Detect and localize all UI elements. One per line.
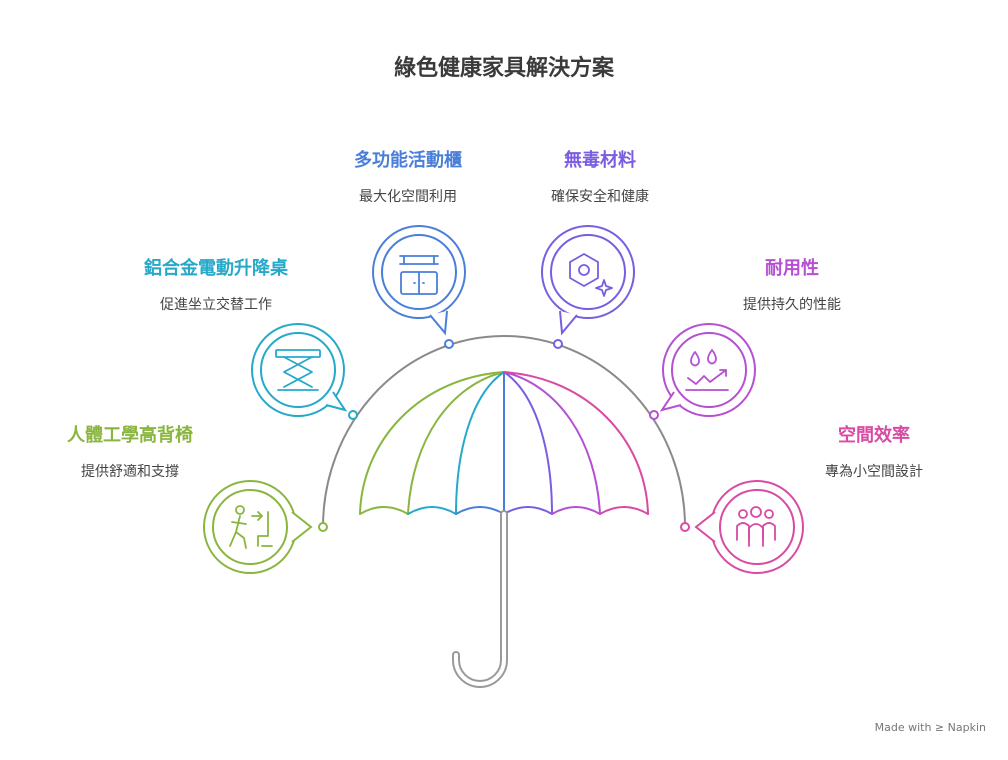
label-desc: 促進坐立交替工作	[160, 297, 272, 313]
label-desc: 最大化空間利用	[359, 189, 457, 205]
bubble-space-efficiency	[694, 480, 804, 574]
page-title: 綠色健康家具解決方案	[393, 56, 614, 81]
label-title: 耐用性	[765, 258, 819, 279]
bubble-ergonomic-chair	[203, 480, 313, 574]
umbrella-handle	[452, 510, 508, 688]
label-title: 空間效率	[838, 425, 910, 446]
umbrella-canopy	[359, 371, 649, 515]
people-group-icon	[736, 506, 776, 547]
label-title: 人體工學高背椅	[67, 425, 193, 446]
label-desc: 提供持久的性能	[743, 297, 841, 313]
label-durability: 耐用性 提供持久的性能	[662, 254, 922, 314]
label-non-toxic: 無毒材料 確保安全和健康	[470, 146, 730, 206]
lift-desk-icon	[275, 349, 321, 391]
bubble-durability	[659, 323, 756, 417]
connector-dot-2	[348, 410, 358, 420]
arc-connectors	[318, 339, 690, 532]
label-desc: 提供舒適和支撐	[81, 464, 179, 480]
label-desc: 確保安全和健康	[551, 189, 649, 205]
connector-dot-3	[444, 339, 454, 349]
ergonomic-chair-icon	[229, 505, 273, 549]
connector-dot-4	[553, 339, 563, 349]
drops-trend-icon	[685, 349, 729, 391]
label-desc: 專為小空間設計	[825, 464, 923, 480]
label-title: 無毒材料	[564, 150, 636, 171]
connector-dot-5	[649, 410, 659, 420]
label-ergonomic-chair: 人體工學高背椅 提供舒適和支撐	[0, 421, 260, 481]
connector-dot-6	[680, 522, 690, 532]
hex-nut-sparkle-icon	[569, 253, 613, 297]
outer-arc	[322, 335, 686, 528]
cabinet-icon	[399, 255, 439, 295]
connector-dot-1	[318, 522, 328, 532]
label-cabinet: 多功能活動櫃 最大化空間利用	[278, 146, 538, 206]
bubble-cabinet	[372, 225, 466, 336]
bubble-non-toxic	[541, 225, 635, 336]
label-title: 鋁合金電動升降桌	[144, 258, 288, 279]
label-title: 多功能活動櫃	[354, 150, 462, 171]
label-lift-desk: 鋁合金電動升降桌 促進坐立交替工作	[86, 254, 346, 314]
label-space-efficiency: 空間效率 專為小空間設計	[744, 421, 1004, 481]
bubble-lift-desk	[251, 323, 348, 417]
napkin-watermark: Made with ≥ Napkin	[874, 721, 986, 734]
